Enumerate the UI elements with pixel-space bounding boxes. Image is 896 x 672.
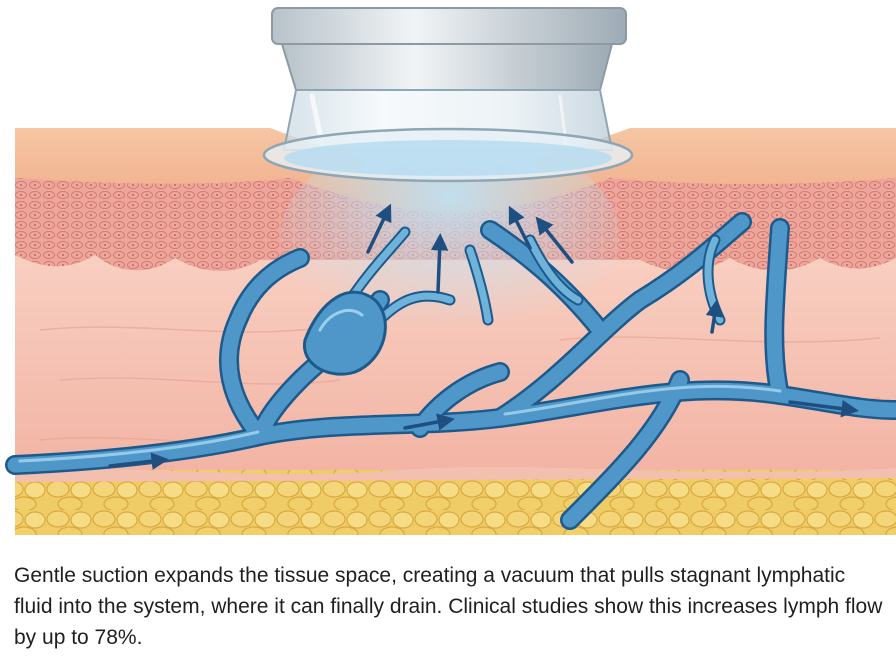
flow-arrow-icon — [430, 233, 449, 294]
flow-arrows — [108, 203, 859, 470]
lymphatic-vessels — [5, 212, 896, 530]
fat-boundary — [15, 467, 896, 482]
flow-arrow-icon — [366, 203, 392, 254]
suction-cup-icon — [262, 7, 634, 183]
flow-arrow-icon — [403, 413, 455, 431]
flow-arrow-icon — [788, 399, 859, 418]
illustration-caption: Gentle suction expands the tissue space,… — [14, 564, 883, 649]
flow-arrow-icon — [535, 216, 574, 264]
flow-arrow-icon — [508, 205, 532, 250]
lymphatic-suction-illustration — [5, 7, 896, 535]
dermis-fibers — [39, 326, 881, 443]
flow-arrow-icon — [705, 299, 724, 334]
flow-arrow-icon — [108, 452, 169, 470]
